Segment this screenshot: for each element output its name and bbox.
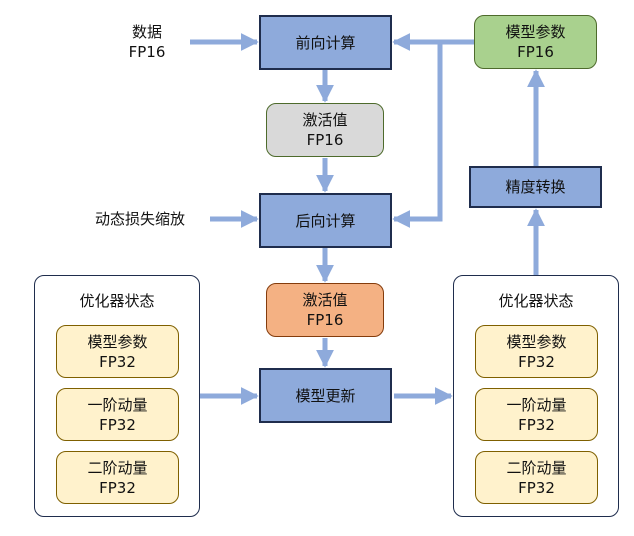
optimizer-left-first-moment-fp32: 一阶动量 FP32 <box>56 388 179 441</box>
input-data-label: 数据 FP16 <box>128 23 166 61</box>
model-update-node: 模型更新 <box>259 368 392 423</box>
model-params-fp16-node: 模型参数 FP16 <box>474 15 597 69</box>
precision-convert-node: 精度转换 <box>469 166 602 208</box>
optimizer-state-left: 优化器状态 模型参数 FP32 一阶动量 FP32 二阶动量 FP32 <box>34 275 200 517</box>
forward-compute-node: 前向计算 <box>259 15 392 70</box>
optimizer-state-right-title: 优化器状态 <box>498 292 574 310</box>
optimizer-left-second-moment-fp32: 二阶动量 FP32 <box>56 451 179 504</box>
optimizer-right-second-moment-fp32: 二阶动量 FP32 <box>475 451 598 504</box>
loss-scaling-label: 动态损失缩放 <box>94 210 185 228</box>
optimizer-right-params-fp32: 模型参数 FP32 <box>475 325 598 378</box>
optimizer-right-first-moment-fp32: 一阶动量 FP32 <box>475 388 598 441</box>
activation-forward-node: 激活值 FP16 <box>266 103 384 157</box>
backward-compute-node: 后向计算 <box>259 193 392 248</box>
arrow-params-to-backward <box>392 42 443 228</box>
optimizer-state-left-title: 优化器状态 <box>79 292 155 310</box>
optimizer-left-params-fp32: 模型参数 FP32 <box>56 325 179 378</box>
optimizer-state-right: 优化器状态 模型参数 FP32 一阶动量 FP32 二阶动量 FP32 <box>453 275 619 517</box>
activation-backward-node: 激活值 FP16 <box>266 283 384 337</box>
